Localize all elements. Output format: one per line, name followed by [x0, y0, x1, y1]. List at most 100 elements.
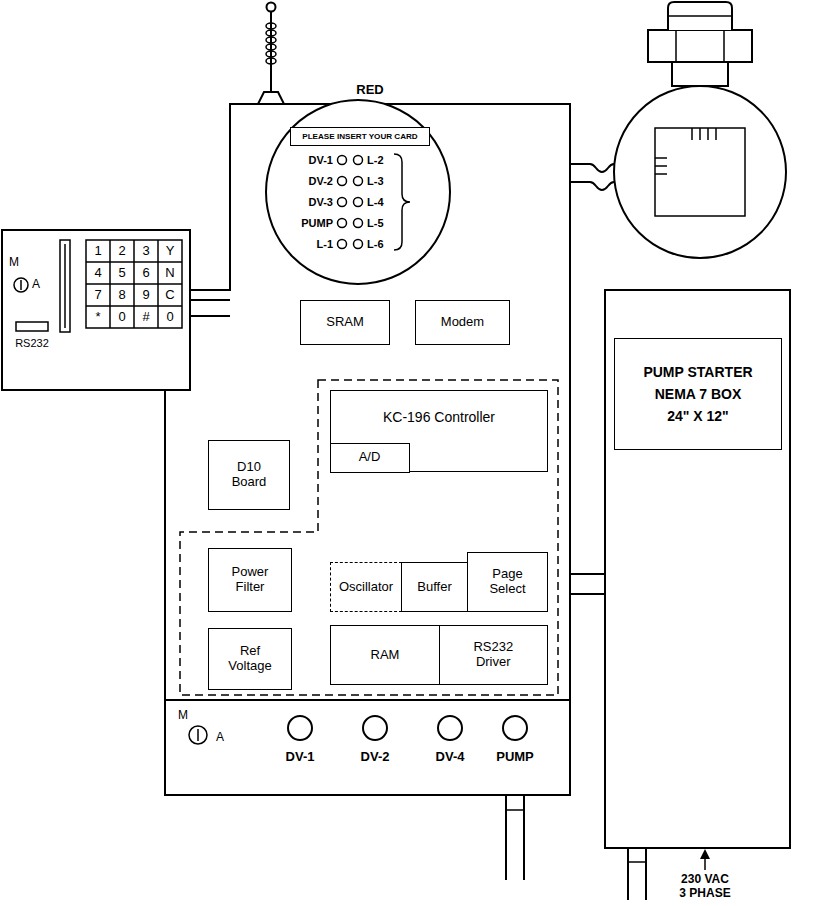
box-label: Page Select — [483, 567, 533, 597]
output-cable — [523, 795, 525, 880]
tick-mark — [655, 157, 667, 159]
indicator-label: L-1 — [317, 238, 334, 251]
indicator-label: DV-1 — [309, 154, 333, 167]
key-label: 2 — [118, 244, 125, 259]
key-label: 3 — [142, 244, 149, 259]
key-label: # — [142, 310, 149, 325]
port-label: RS232 — [15, 337, 49, 350]
indicator-lamp — [354, 177, 363, 186]
output-cable — [506, 809, 524, 811]
pipe-fitting — [668, 15, 732, 17]
box-label: Buffer — [417, 580, 451, 595]
selector-switch — [197, 729, 199, 741]
antenna-coil — [266, 30, 276, 36]
hex-nut — [675, 30, 677, 62]
board-outline — [180, 380, 558, 695]
key-label: Y — [166, 244, 175, 259]
keypad-grid — [86, 261, 182, 263]
tick-mark — [707, 128, 709, 140]
box-label: KC-196 Controller — [383, 409, 495, 425]
indicator-label: PUMP — [301, 217, 333, 230]
keypad-grid — [86, 240, 182, 328]
key-label: 8 — [118, 288, 125, 303]
brace — [394, 154, 410, 250]
control-label: DV-2 — [361, 750, 390, 765]
antenna-coil — [266, 23, 276, 29]
keypad-cable — [190, 299, 230, 301]
switch-position: A — [216, 731, 224, 745]
driver-box: RS232 Driver — [439, 625, 549, 685]
tick-mark — [699, 128, 701, 140]
keypad-cable — [190, 315, 230, 317]
control-button — [288, 716, 312, 740]
antenna-coil — [266, 51, 276, 57]
key-label: * — [95, 310, 100, 325]
antenna-coil — [266, 58, 276, 64]
indicator-lamp — [354, 240, 363, 249]
lamp-label: RED — [356, 83, 383, 98]
selector-switch — [20, 280, 22, 290]
indicator-label: L-2 — [367, 154, 384, 167]
pipe-fitting — [668, 2, 732, 30]
tick-mark — [655, 165, 667, 167]
box-label: Ref Voltage — [222, 644, 278, 674]
indicator-lamp — [338, 198, 347, 207]
antenna-tip — [267, 3, 276, 12]
box-label: RAM — [371, 648, 400, 663]
sensor-cable — [570, 164, 614, 172]
key-label: 4 — [94, 266, 101, 281]
antenna-coil — [266, 37, 276, 43]
key-label: N — [165, 266, 174, 281]
key-label: C — [165, 288, 174, 303]
control-button — [438, 716, 462, 740]
selector-switch — [14, 278, 28, 292]
switch-position: A — [32, 278, 40, 292]
controller-box: KC-196 ControllerA/D — [330, 390, 548, 472]
power-cable — [628, 861, 646, 863]
indicator-label: DV-3 — [309, 196, 333, 209]
indicator-label: L-3 — [367, 175, 384, 188]
box-label: A/D — [359, 450, 381, 465]
antenna-base — [258, 92, 284, 104]
hex-nut — [723, 30, 725, 62]
key-label: 1 — [94, 244, 101, 259]
control-button — [363, 716, 387, 740]
indicator-lamp — [338, 156, 347, 165]
nameplate: PUMP STARTERNEMA 7 BOX24" X 12" — [614, 338, 782, 450]
box-label: Oscillator — [339, 580, 393, 595]
memory-box: RAM — [330, 625, 440, 685]
output-cable — [505, 795, 507, 880]
indicator-lamps — [338, 156, 363, 249]
indicator-label: L-4 — [367, 196, 384, 209]
controller-enclosure — [165, 104, 570, 795]
indicator-label: L-5 — [367, 217, 384, 230]
box-label: PLEASE INSERT YOUR CARD — [302, 132, 417, 141]
indicator-label: DV-2 — [309, 175, 333, 188]
indicator-lamp — [354, 219, 363, 228]
box-label: D10 Board — [226, 460, 272, 490]
indicator-lamp — [338, 219, 347, 228]
oscillator-box: Oscillator — [330, 562, 402, 612]
starter-cable — [570, 573, 605, 575]
antenna-rod — [270, 12, 272, 92]
indicator-lamp — [354, 198, 363, 207]
display-window — [266, 100, 450, 284]
box-label: Power Filter — [225, 565, 275, 595]
page-select-box: Page Select — [467, 552, 548, 612]
indicator-label: L-6 — [367, 238, 384, 251]
indicator-lamp — [354, 156, 363, 165]
switch-position: M — [9, 256, 19, 270]
filter-box: Power Filter — [208, 548, 292, 612]
hex-nut — [648, 30, 752, 62]
converter-box: A/D — [330, 443, 410, 473]
box-label: PUMP STARTER — [643, 364, 752, 380]
key-label: 0 — [166, 310, 173, 325]
modem-box: Modem — [415, 300, 510, 345]
control-label: PUMP — [496, 750, 534, 765]
buffer-box: Buffer — [401, 562, 469, 612]
indicator-lamp — [338, 240, 347, 249]
sensor-cable — [570, 182, 614, 190]
box-label: RS232 Driver — [465, 640, 521, 670]
box-label: 24" X 12" — [667, 408, 729, 424]
